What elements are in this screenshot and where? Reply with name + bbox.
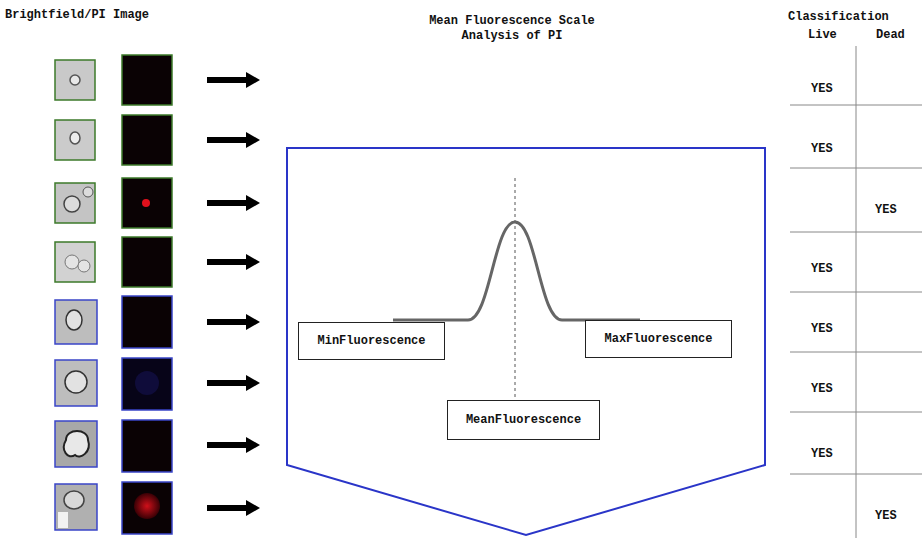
thumbnail-row bbox=[55, 296, 172, 348]
thumbnail-row bbox=[55, 358, 172, 410]
value-box: MeanFluorescence bbox=[447, 400, 600, 440]
box-label: MaxFluorescence bbox=[596, 332, 721, 346]
box-label: MinFluorescence bbox=[309, 334, 434, 348]
value-box: MinFluorescence bbox=[298, 322, 445, 360]
table-cell: YES bbox=[811, 262, 833, 277]
thumbnail-row bbox=[55, 420, 172, 472]
thumbnail-row bbox=[55, 178, 172, 228]
table-cell: YES bbox=[811, 142, 833, 157]
box-label: MeanFluorescence bbox=[458, 413, 589, 427]
table-cell: YES bbox=[811, 447, 833, 462]
table-cell: YES bbox=[875, 203, 897, 218]
column-heading: Classification bbox=[788, 10, 889, 25]
thumbnail-row bbox=[55, 482, 172, 534]
value-box: MaxFluorescence bbox=[585, 320, 732, 358]
table-cell: YES bbox=[811, 382, 833, 397]
thumbnail-row bbox=[55, 237, 172, 287]
mean-line bbox=[515, 178, 516, 398]
column-heading: Live bbox=[808, 28, 837, 43]
column-heading: Brightfield/PI Image bbox=[5, 8, 149, 23]
row-arrows bbox=[207, 72, 260, 516]
column-heading: Dead bbox=[876, 28, 905, 43]
table-cell: YES bbox=[875, 509, 897, 524]
thumbnail-row bbox=[55, 55, 172, 105]
table-cell: YES bbox=[811, 82, 833, 97]
table-cell: YES bbox=[811, 322, 833, 337]
thumbnail-row bbox=[55, 115, 172, 165]
analysis-frame bbox=[287, 148, 765, 535]
gaussian-curve bbox=[393, 222, 640, 320]
table-lines bbox=[790, 46, 922, 538]
panel-heading: Mean Fluorescence Scale Analysis of PI bbox=[422, 14, 602, 44]
